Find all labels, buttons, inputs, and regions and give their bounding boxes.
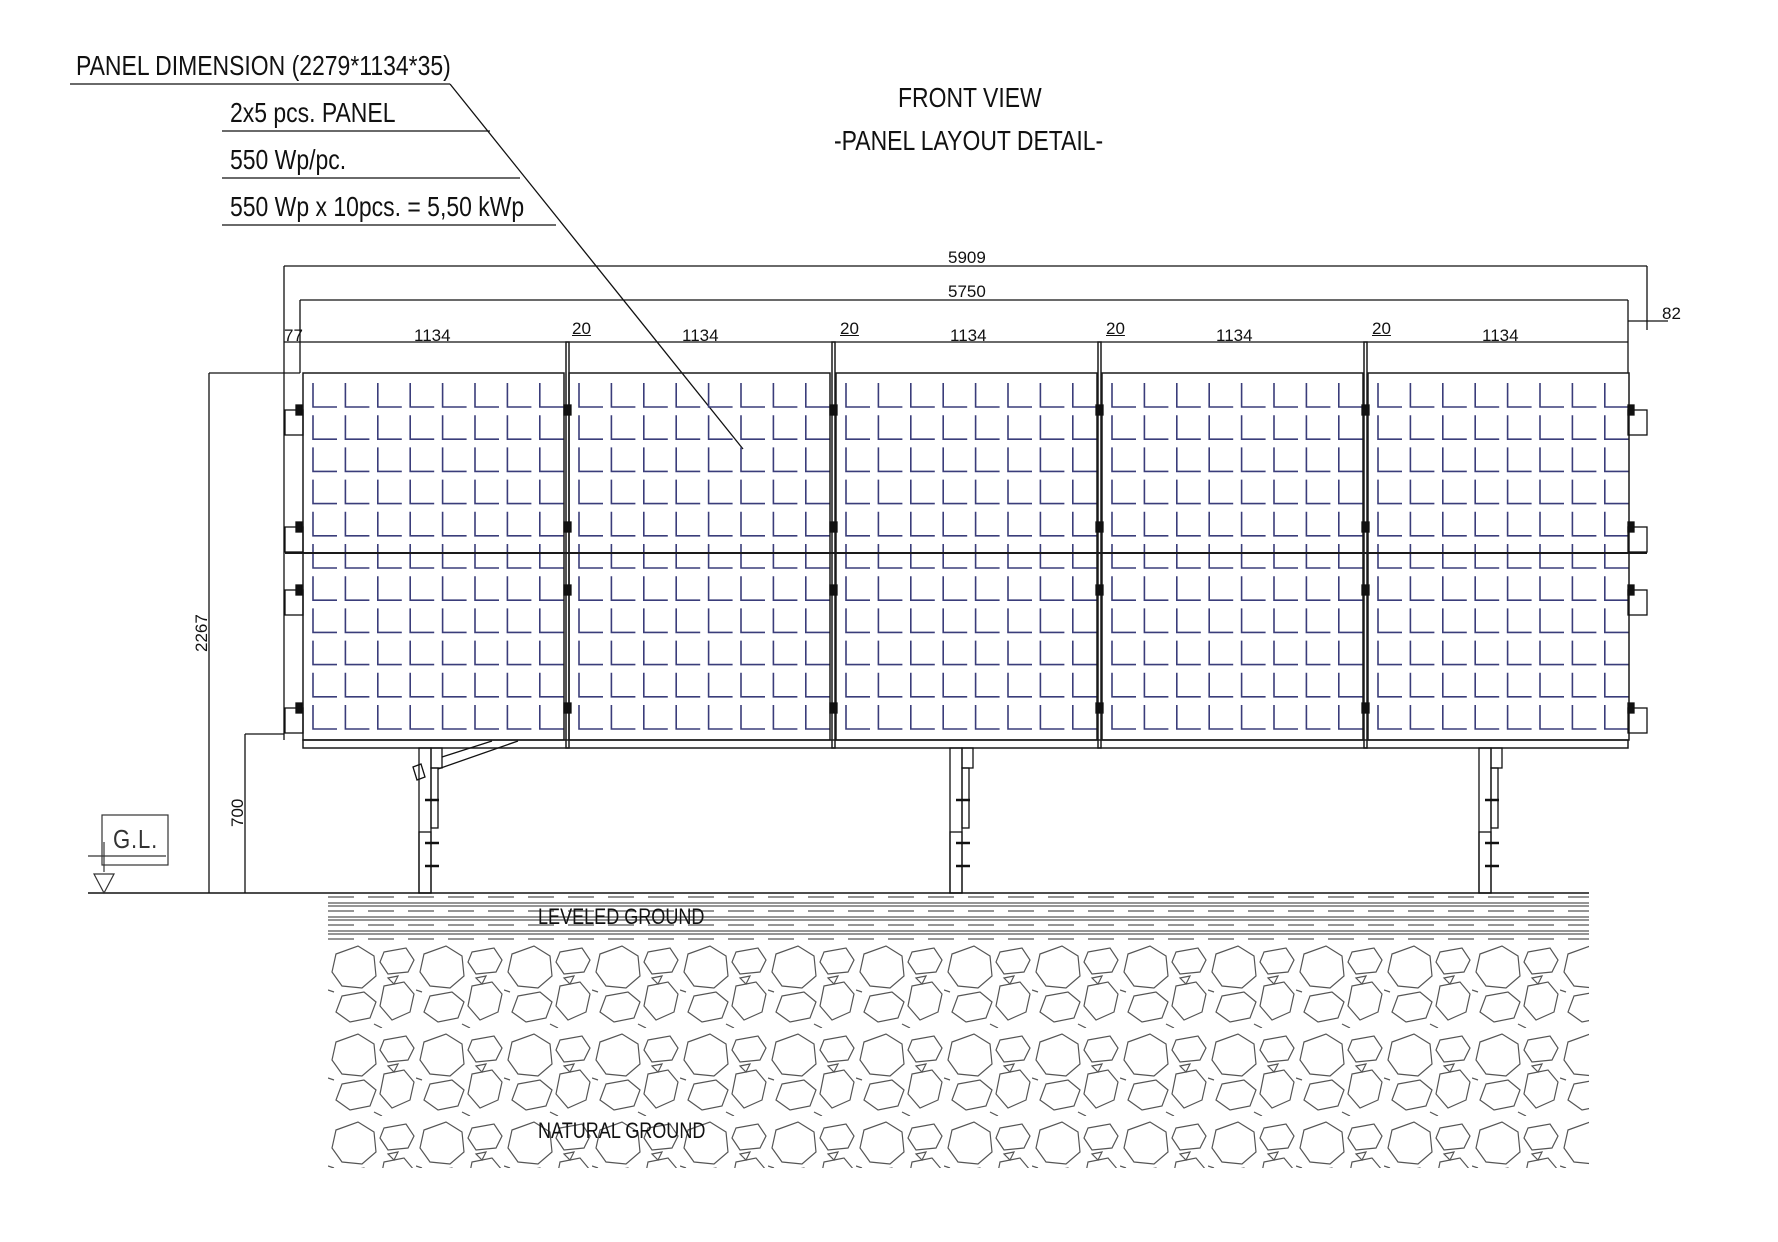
ground-level-marker xyxy=(88,814,169,895)
vertical-dimension-lines xyxy=(208,372,300,893)
drawing-subtitle: -PANEL LAYOUT DETAIL- xyxy=(834,125,1104,156)
dim-total-height: 2267 xyxy=(192,614,211,652)
dim-ground-clearance: 700 xyxy=(228,798,247,827)
dim-overall-width: 5909 xyxy=(948,248,986,267)
dim-panel-width-2: 1134 xyxy=(682,326,719,345)
dim-left-overhang: 77 xyxy=(284,326,303,345)
dim-panel-width-1: 1134 xyxy=(414,326,451,345)
dim-panel-width-5: 1134 xyxy=(1482,326,1519,345)
leveled-ground xyxy=(328,894,1589,940)
dim-gap-3: 20 xyxy=(1106,319,1125,338)
spec-panel-power: 550 Wp/pc. xyxy=(230,144,347,175)
dim-panel-width-4: 1134 xyxy=(1216,326,1253,345)
rail-end-caps xyxy=(284,404,1648,734)
support-leg xyxy=(1478,747,1503,894)
dim-right-overhang: 82 xyxy=(1662,304,1681,323)
dim-gap-1: 20 xyxy=(572,319,591,338)
drawing-title: FRONT VIEW xyxy=(898,82,1042,113)
top-dimension-lines xyxy=(283,265,1668,740)
dim-gap-4: 20 xyxy=(1372,319,1391,338)
spec-total-power: 550 Wp x 10pcs. = 5,50 kWp xyxy=(230,191,525,222)
support-leg xyxy=(412,740,519,894)
dim-panel-width-3: 1134 xyxy=(950,326,987,345)
spec-panel-dimension: PANEL DIMENSION (2279*1134*35) xyxy=(76,50,451,81)
natural-ground xyxy=(328,940,1589,1168)
natural-ground-label: NATURAL GROUND xyxy=(538,1118,706,1143)
dim-gap-2: 20 xyxy=(840,319,859,338)
spec-panel-count: 2x5 pcs. PANEL xyxy=(230,97,396,128)
dim-array-width: 5750 xyxy=(948,282,986,301)
panel-array xyxy=(284,341,1648,749)
ground-level-label: G.L. xyxy=(113,824,159,854)
leveled-ground-label: LEVELED GROUND xyxy=(538,904,705,929)
support-leg xyxy=(949,747,974,894)
support-legs xyxy=(412,740,1503,894)
panel-frames xyxy=(285,341,1647,749)
panel-cells xyxy=(312,383,1629,730)
